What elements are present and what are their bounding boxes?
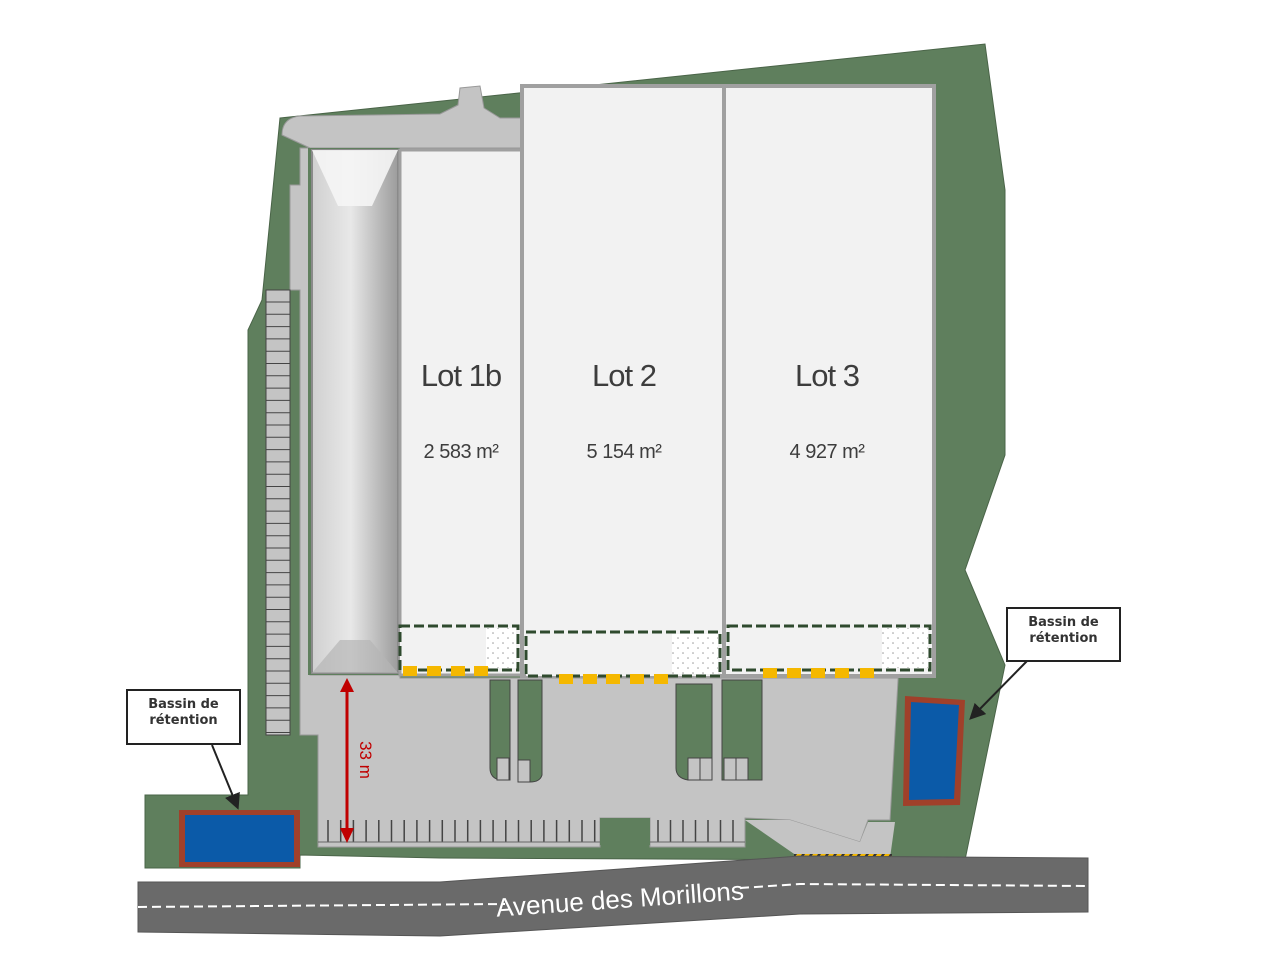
building-lot-3 — [722, 84, 936, 678]
lot-2-title: Lot 2 — [592, 358, 656, 393]
callout-retention-basin-right: Bassin de rétention — [1006, 607, 1121, 662]
green-islands — [489, 679, 763, 845]
callout-left-line1: Bassin de — [148, 697, 219, 712]
entrance-driveway — [745, 820, 895, 858]
lot-1b-title: Lot 1b — [421, 358, 501, 393]
paved-area — [281, 85, 899, 848]
storage-canopy — [308, 148, 400, 675]
parking-left-column — [265, 289, 291, 736]
building-lot-1b — [398, 148, 524, 677]
building-lot-2 — [520, 84, 726, 678]
retention-basin-right — [903, 696, 965, 806]
callout-arrow-left — [211, 744, 240, 810]
lot-3-area: 4 927 m² — [790, 441, 866, 463]
dock-doors — [403, 666, 874, 684]
lot-1b-area: 2 583 m² — [424, 441, 500, 463]
office-zone-lot-2 — [524, 630, 722, 678]
office-zone-lot-1b — [398, 624, 520, 672]
dimension-arrow: 33 m — [340, 678, 375, 843]
office-zone-lot-3 — [726, 624, 932, 672]
road-centerline — [137, 882, 1089, 908]
callout-right-line2: rétention — [1029, 631, 1098, 646]
lot-2-area: 5 154 m² — [587, 441, 663, 463]
road — [137, 855, 1089, 937]
callout-arrow-right — [969, 659, 1029, 720]
callout-right-line1: Bassin de — [1028, 615, 1099, 630]
callout-left-line2: rétention — [149, 713, 218, 728]
callout-retention-basin-left: Bassin de rétention — [126, 689, 241, 745]
lot-3-title: Lot 3 — [795, 358, 859, 393]
retention-basin-left — [179, 810, 300, 867]
dimension-label: 33 m — [356, 741, 375, 779]
